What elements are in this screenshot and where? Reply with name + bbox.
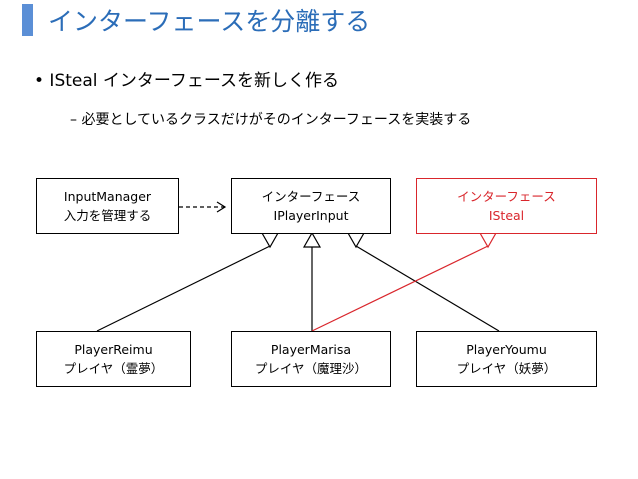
realization-triangle-center <box>302 231 322 248</box>
input-manager-desc: 入力を管理する <box>63 208 152 223</box>
youmu-realization-line <box>355 245 500 332</box>
input-manager-box: InputManager 入力を管理する <box>36 178 179 234</box>
isteal-stereotype: インターフェース <box>457 189 556 204</box>
player-marisa-name: PlayerMarisa <box>270 342 352 357</box>
player-reimu-desc: プレイヤ（霊夢） <box>63 361 164 376</box>
iplayer-input-name: IPlayerInput <box>273 208 349 223</box>
realization-triangle-left <box>260 232 280 249</box>
sub-bullet-point: – 必要としているクラスだけがそのインターフェースを実装する <box>70 112 472 128</box>
iplayer-input-interface-box: インターフェース IPlayerInput <box>231 178 391 234</box>
player-youmu-desc: プレイヤ（妖夢） <box>456 361 557 376</box>
player-marisa-box: PlayerMarisa プレイヤ（魔理沙） <box>231 331 391 387</box>
isteal-name: ISteal <box>488 208 525 223</box>
input-manager-name: InputManager <box>63 189 152 204</box>
player-reimu-box: PlayerReimu プレイヤ（霊夢） <box>36 331 191 387</box>
bullet-point: • ISteal インターフェースを新しく作る <box>34 71 340 91</box>
marisa-isteal-realization-line <box>311 245 489 332</box>
reimu-realization-line <box>96 245 271 332</box>
iplayer-input-stereotype: インターフェース <box>261 189 361 204</box>
realization-triangle-right <box>346 232 366 249</box>
player-youmu-name: PlayerYoumu <box>466 342 547 357</box>
player-marisa-desc: プレイヤ（魔理沙） <box>254 361 368 376</box>
dependency-arrowhead <box>216 201 227 213</box>
player-youmu-box: PlayerYoumu プレイヤ（妖夢） <box>416 331 597 387</box>
realization-triangle-isteal <box>478 232 498 249</box>
slide-title: インターフェースを分離する <box>48 7 371 36</box>
title-accent-bar <box>22 4 33 36</box>
player-reimu-name: PlayerReimu <box>74 342 153 357</box>
isteal-interface-box: インターフェース ISteal <box>416 178 597 234</box>
